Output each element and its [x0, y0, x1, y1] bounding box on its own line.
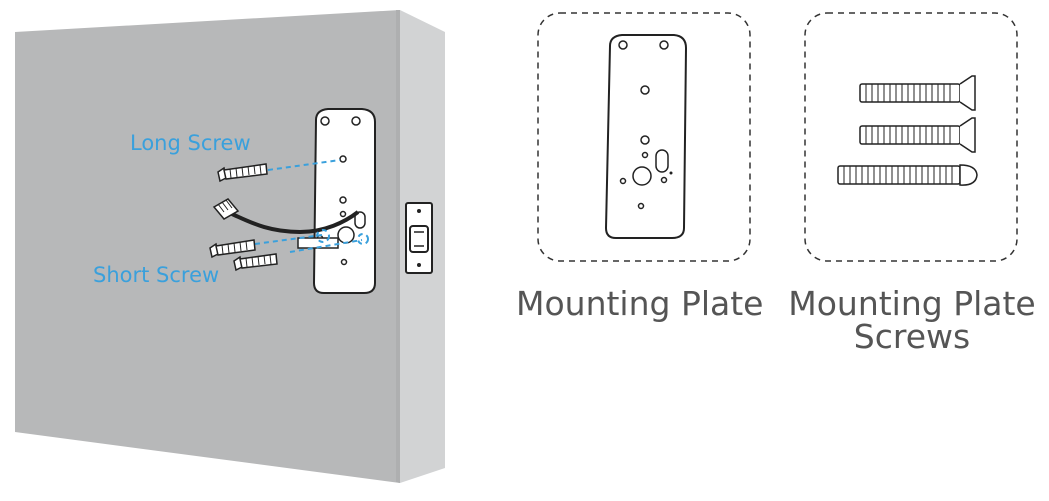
- screw-icon: [859, 75, 976, 111]
- mounting-plate-icon: [604, 34, 688, 239]
- mounted-plate: [297, 108, 376, 294]
- mounting-plate-screws-caption-line1: Mounting Plate: [788, 284, 1036, 323]
- screw-icon: [217, 163, 268, 183]
- mounting-plate-caption: Mounting Plate: [516, 284, 764, 323]
- short-screw-label: Short Screw: [93, 263, 220, 287]
- callout-lines: [254, 159, 369, 253]
- screw-icon: [209, 239, 256, 259]
- screw-icon: [859, 117, 976, 153]
- long-screw-label: Long Screw: [130, 131, 251, 155]
- screw-icon: [233, 253, 278, 272]
- latch-icon: [405, 202, 433, 274]
- mounting-plate-screws-caption-line2: Screws: [853, 317, 971, 356]
- cable-connector-icon: [212, 198, 360, 235]
- screw-icon: [837, 164, 978, 186]
